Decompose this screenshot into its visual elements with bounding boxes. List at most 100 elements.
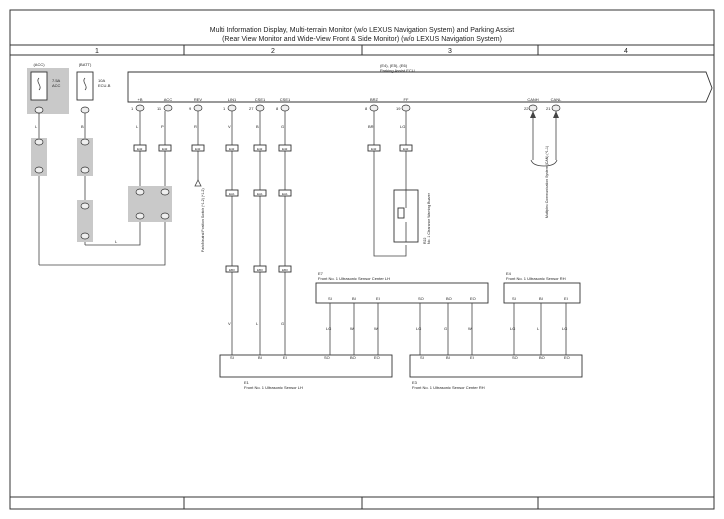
sensor-pin: BI (446, 355, 450, 360)
ecu-pin-label: +B (137, 97, 142, 102)
terminal (551, 104, 561, 112)
buzzer-label: No. 1 Clearance Warning Buzzer (427, 192, 431, 244)
ecu-pin-label: REV (194, 97, 203, 102)
column-number: 1 (95, 48, 99, 55)
ecu-pin-label: ACC (164, 97, 173, 102)
sensor-id: E1 (244, 380, 250, 385)
wire-color: L (537, 326, 540, 331)
sensor-id: E3 (412, 380, 418, 385)
terminal (193, 104, 203, 112)
ecu-pin-label: CANH (527, 97, 538, 102)
junction-connector (225, 189, 239, 197)
junction-connector (253, 265, 267, 273)
sensor-pin: EO (470, 296, 476, 301)
wire-color: LG (400, 124, 405, 129)
junction-connector (278, 265, 292, 273)
ecu-pin-number: 8 (365, 106, 368, 111)
rev-signal-arrow (194, 179, 202, 187)
sensor-pin: BO (539, 355, 545, 360)
can-note: Multiplex Communication System (CAN) (*1… (545, 146, 549, 218)
column-number: 3 (448, 48, 452, 55)
wire-color: LG (326, 326, 331, 331)
sensor-pin: EO (374, 355, 380, 360)
connector-label: EA1 (257, 192, 263, 196)
wire-color: G (281, 321, 284, 326)
terminal (80, 166, 90, 174)
diagram-title-line2: (Rear View Monitor and Wide-View Front &… (222, 36, 502, 43)
sensor-pin: SI (512, 296, 516, 301)
can-arrow (553, 111, 559, 118)
terminal (80, 202, 90, 210)
connector-label: E42 (282, 147, 288, 151)
can-brace (530, 159, 558, 167)
wire-color: B (256, 124, 259, 129)
ecu-pin-number: 21 (546, 106, 551, 111)
batt-fuse (76, 71, 94, 101)
wire-color: L (256, 321, 259, 326)
ecu-pin-number: 1 (131, 106, 134, 111)
junction-connector (253, 144, 267, 152)
connector-label: E42 (137, 147, 143, 151)
wire-color: L (35, 124, 38, 129)
wire-color: W (468, 326, 472, 331)
connector-label: EB3 (257, 268, 263, 272)
junction-shading (31, 138, 47, 176)
sensor-pin: BI (352, 296, 356, 301)
can-arrow (530, 111, 536, 118)
ecu-pin-label: LIN1 (228, 97, 237, 102)
acc-fuse (30, 71, 48, 101)
sensor-pin: EI (376, 296, 380, 301)
terminal (34, 106, 44, 114)
ecu-name: Parking Assist ECU (380, 68, 415, 73)
ecu-connectors: (E4), (E5), (E6) (380, 63, 408, 68)
sensor-pin: SO (418, 296, 424, 301)
ecu-terminals (135, 104, 561, 112)
ecu-pin-label: CSE1 (255, 97, 266, 102)
wire-color: G (444, 326, 447, 331)
connector-label: E42 (403, 147, 409, 151)
sensor-id: E7 (318, 271, 324, 276)
sensor-id: E4 (506, 271, 512, 276)
junction-connector (225, 265, 239, 273)
terminal (255, 104, 265, 112)
sensor-pin: BI (258, 355, 262, 360)
wire-color: LG (416, 326, 421, 331)
acc-fuse-name: (ACC) (33, 62, 45, 67)
wire-color: LG (510, 326, 515, 331)
column-number: 4 (624, 48, 628, 55)
sensor-pin: SO (324, 355, 330, 360)
batt-fuse-label: ECU-B (98, 83, 111, 88)
wire (85, 220, 141, 246)
terminal (80, 106, 90, 114)
sensor-name: Front No. 1 Ultrasonic Sensor LH (244, 385, 303, 390)
column-number: 2 (271, 48, 275, 55)
wire-color: BR (368, 124, 374, 129)
terminal (34, 138, 44, 146)
terminal (401, 104, 411, 112)
terminal (135, 188, 145, 196)
connector-label: E42 (371, 147, 377, 151)
connector-label: EA1 (282, 192, 288, 196)
wire-color: G (281, 124, 284, 129)
junction-row-top (133, 144, 413, 152)
ecu-pin-number: 22 (524, 106, 529, 111)
terminal (135, 104, 145, 112)
sensor-name: Front No. 1 Ultrasonic Sensor RH (506, 276, 566, 281)
batt-fuse-rating: 10A (98, 78, 105, 83)
ecu-pin-label: CSE1 (280, 97, 291, 102)
junction-connector (399, 144, 413, 152)
wire-color: L (115, 239, 118, 244)
junction-connector (278, 144, 292, 152)
wire (373, 111, 407, 257)
parking-assist-ecu (127, 71, 713, 103)
terminal (34, 166, 44, 174)
junction-connector (225, 144, 239, 152)
batt-fuse-name: (BATT) (79, 62, 92, 67)
sensor-rh (409, 354, 583, 378)
junction-shading (77, 200, 93, 242)
buzzer-id: R22 (423, 238, 427, 244)
terminal (163, 104, 173, 112)
wire (39, 220, 166, 266)
junction-connector (367, 144, 381, 152)
